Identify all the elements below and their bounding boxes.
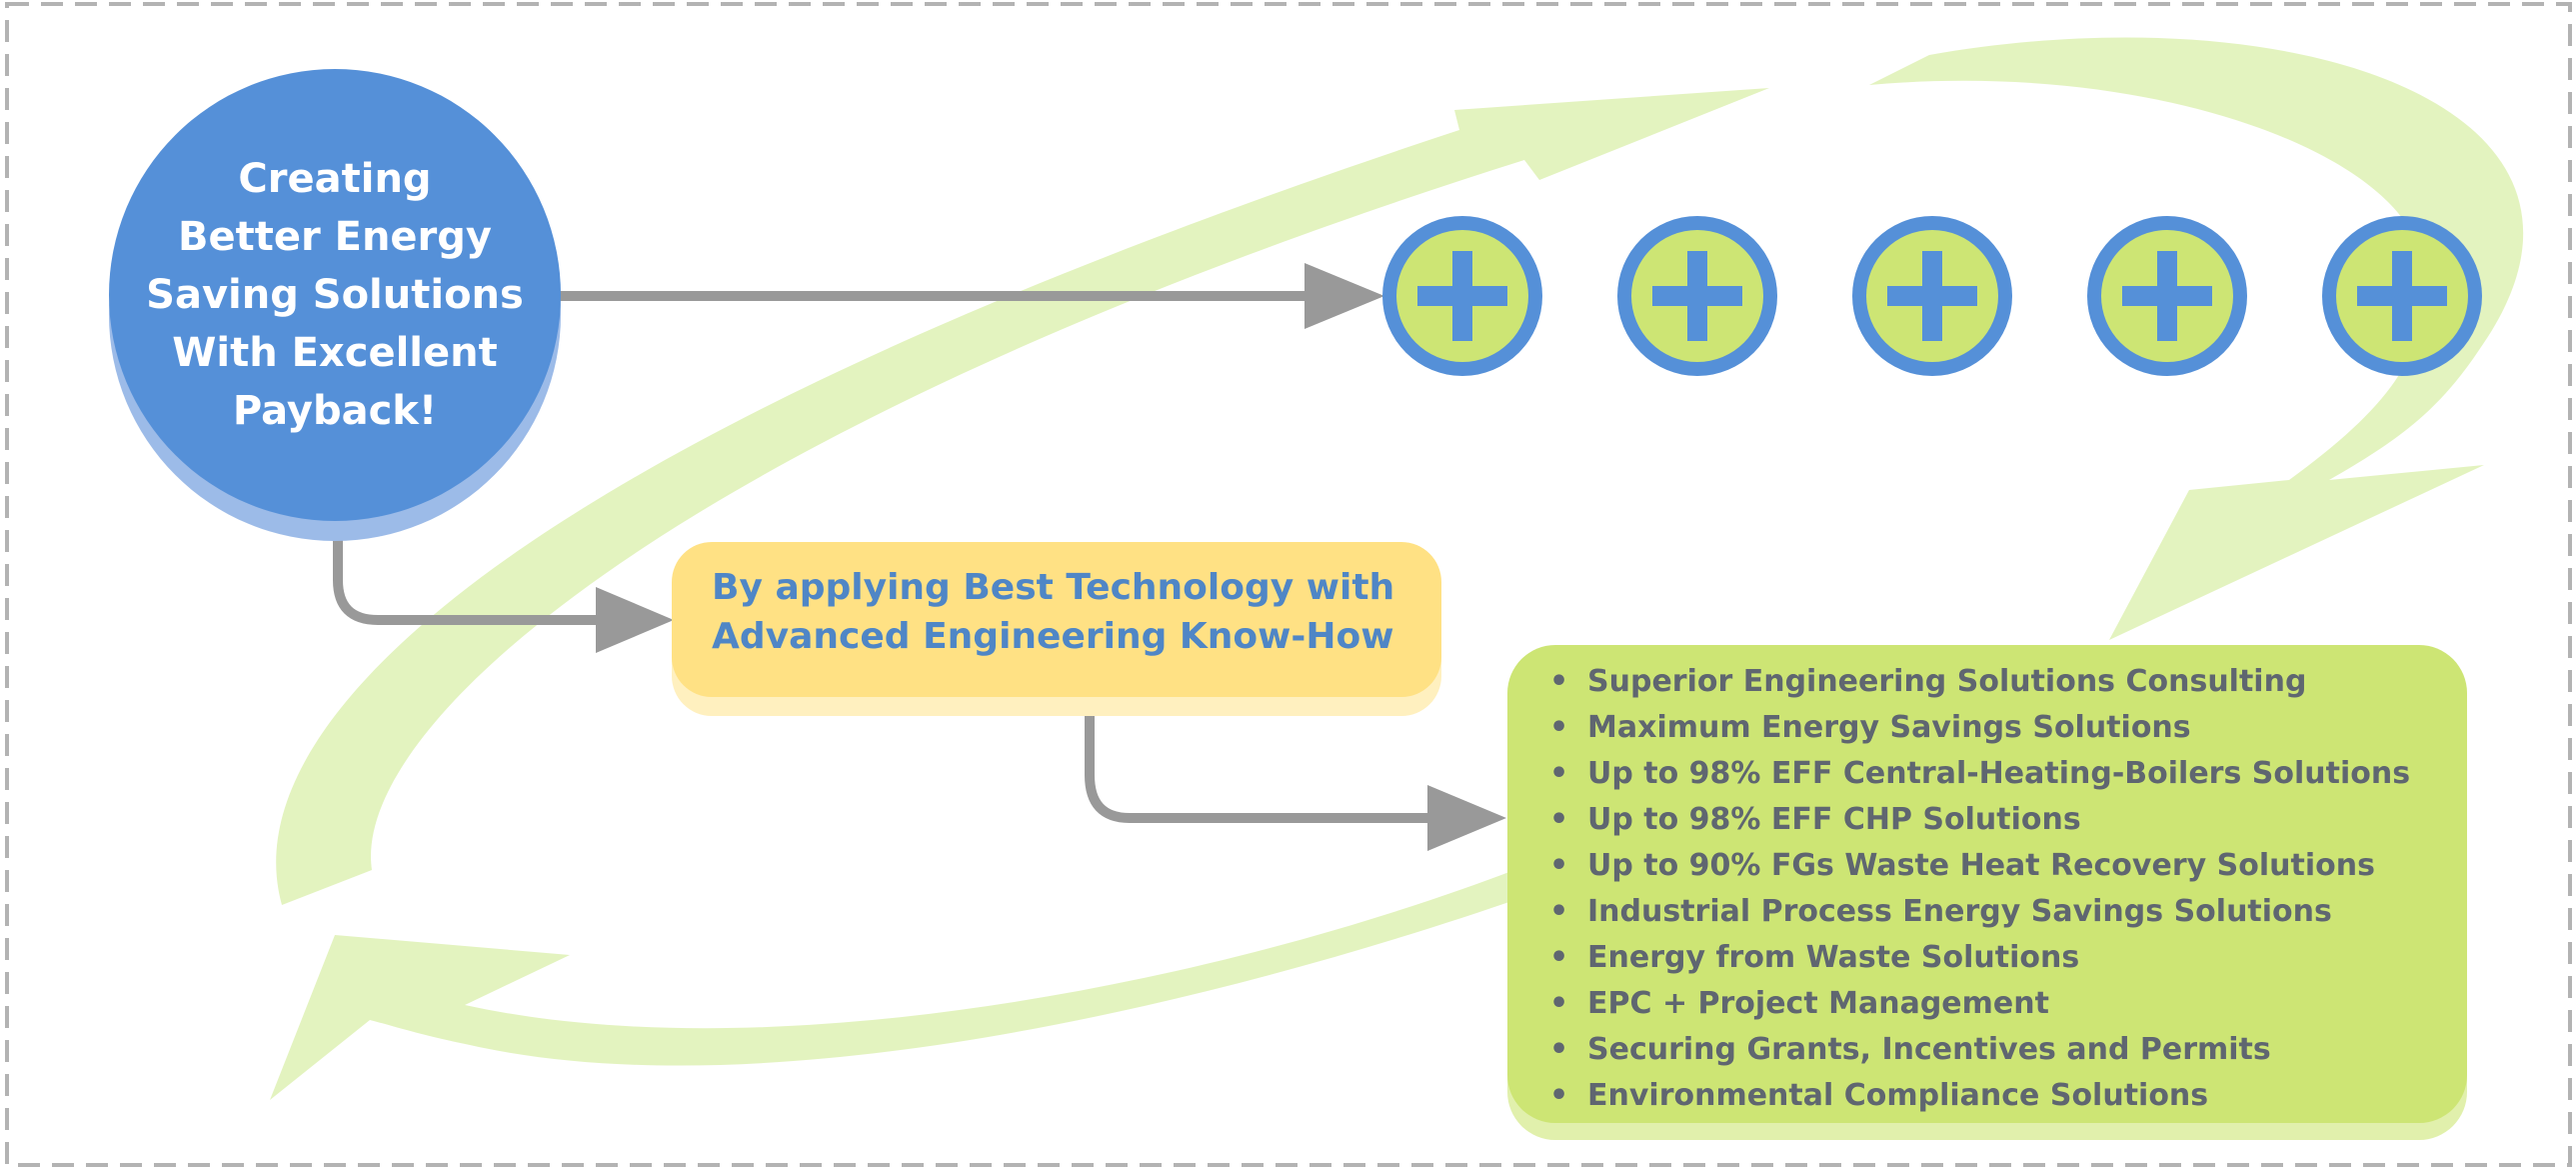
plus-icon-row <box>1382 216 2482 376</box>
plus-icon-bar-vertical <box>1922 251 1942 341</box>
main-circle-line: Better Energy <box>177 214 492 260</box>
arrow-tech-to-solutions-shaft <box>1085 698 1429 823</box>
technology-box <box>672 542 1441 716</box>
solutions-list-item: EPC + Project Management <box>1549 981 2467 1027</box>
dashed-border <box>5 2 2572 1167</box>
solutions-list-item: Maximum Energy Savings Solutions <box>1549 705 2467 751</box>
plus-icon-bar-vertical <box>2157 251 2177 341</box>
plus-icon-bar-vertical <box>1687 251 1707 341</box>
main-circle <box>109 69 561 541</box>
solutions-list-item: Energy from Waste Solutions <box>1549 935 2467 981</box>
technology-box-text: By applying Best Technology with Advance… <box>672 542 1441 682</box>
solutions-list-item: Superior Engineering Solutions Consultin… <box>1549 659 2467 705</box>
solutions-list-item: Industrial Process Energy Savings Soluti… <box>1549 889 2467 935</box>
plus-icon <box>2322 216 2482 376</box>
technology-box-body <box>672 542 1441 697</box>
arrow-circle-to-tech-shaft <box>333 520 600 625</box>
plus-icon <box>1617 216 1777 376</box>
main-circle-line: Saving Solutions <box>146 272 524 318</box>
solutions-list-item: Up to 98% EFF Central-Heating-Boilers So… <box>1549 751 2467 797</box>
solutions-list: Superior Engineering Solutions Consultin… <box>1507 645 2467 1119</box>
plus-icon <box>1852 216 2012 376</box>
plus-icon <box>1382 216 1542 376</box>
solutions-list-item: Environmental Compliance Solutions <box>1549 1073 2467 1119</box>
main-circle-text: Creating Better Energy Saving Solutions … <box>110 70 560 520</box>
technology-line-1: By applying Best Technology with <box>712 567 1395 608</box>
cycle-arrow-lower <box>270 870 1529 1100</box>
arrow-tech-to-solutions-head <box>1427 785 1506 851</box>
cycle-arrows <box>270 37 2524 1100</box>
arrow-circle-to-tech-head <box>596 587 674 653</box>
main-circle-line: With Excellent <box>172 330 498 376</box>
solutions-list-item: Securing Grants, Incentives and Permits <box>1549 1027 2467 1073</box>
plus-icon-bar-vertical <box>1452 251 1472 341</box>
main-circle-line: Creating <box>238 156 432 202</box>
plus-icon <box>2087 216 2247 376</box>
technology-line-2: Advanced Engineering Know-How <box>712 616 1394 657</box>
solutions-list-item: Up to 90% FGs Waste Heat Recovery Soluti… <box>1549 843 2467 889</box>
main-circle-body <box>109 69 561 521</box>
arrow-circle-to-plus-head <box>1304 263 1384 329</box>
plus-icon-bar-vertical <box>2392 251 2412 341</box>
solutions-list-item: Up to 98% EFF CHP Solutions <box>1549 797 2467 843</box>
connector-arrows <box>333 263 1506 851</box>
main-circle-line: Payback! <box>232 388 438 434</box>
cycle-arrow-right <box>1869 37 2524 640</box>
